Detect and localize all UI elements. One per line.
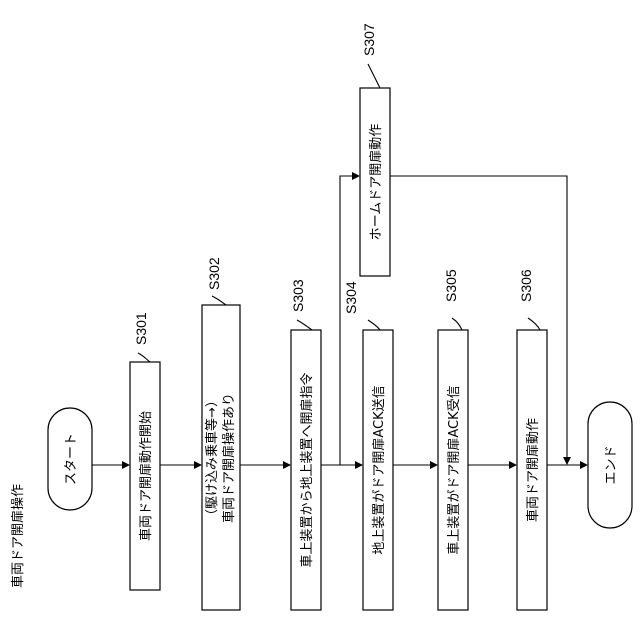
step-s307: ホームドア開扉動作 S307 <box>360 23 390 276</box>
s302-step-label: S302 <box>206 257 222 290</box>
s307-step-label: S307 <box>361 23 377 56</box>
start-terminal: スタート <box>48 408 92 510</box>
s301-text: 車両ドア開扉動作開始 <box>138 411 154 541</box>
s306-step-label: S306 <box>518 269 534 302</box>
s307-text: ホームドア開扉動作 <box>368 124 384 241</box>
step-s301: 車両ドア開扉動作開始 S301 <box>130 312 160 590</box>
s304-leader <box>368 320 380 330</box>
s302-line2: 車両ドア開扉操作あり <box>221 393 237 523</box>
s303-leader <box>297 320 312 330</box>
s305-text: 車上装置がドア開扉ACK受信 <box>446 385 462 554</box>
start-label: スタート <box>64 433 79 485</box>
s306-text: 車両ドア開扉動作 <box>525 418 541 522</box>
s301-leader <box>138 353 150 362</box>
s303-step-label: S303 <box>290 279 306 312</box>
s302-line1: （駆け込み乗車等→） <box>204 394 220 522</box>
diagram-title: 車両ドア開扉操作 <box>10 484 26 588</box>
step-s302: （駆け込み乗車等→） 車両ドア開扉操作あり S302 <box>202 257 240 610</box>
step-s303: 車上装置から地上装置へ開扉指令 S303 <box>290 279 321 610</box>
s307-leader <box>368 64 380 88</box>
end-terminal: エンド <box>588 402 632 528</box>
step-s304: 地上装置がドア開扉ACK送信 S304 <box>343 281 393 610</box>
s303-text: 車上装置から地上装置へ開扉指令 <box>299 372 315 567</box>
s304-text: 地上装置がドア開扉ACK送信 <box>371 385 387 554</box>
s305-leader <box>452 318 462 330</box>
s306-leader <box>528 318 540 330</box>
step-s305: 車上装置がドア開扉ACK受信 S305 <box>438 269 468 610</box>
s305-step-label: S305 <box>443 269 459 302</box>
arrow-branch-to-s307 <box>340 176 359 465</box>
s301-step-label: S301 <box>133 312 149 345</box>
step-s306: 車両ドア開扉動作 S306 <box>517 269 547 610</box>
end-label: エンド <box>604 445 619 484</box>
s304-step-label: S304 <box>343 281 359 314</box>
s302-leader <box>212 296 226 305</box>
